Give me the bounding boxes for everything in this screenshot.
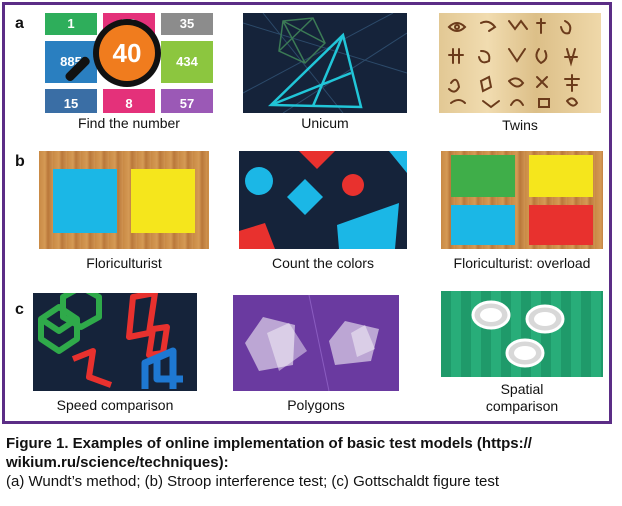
row-label-a: a [15, 15, 24, 32]
blue-square [451, 205, 515, 245]
caption-speed-comparison: Speed comparison [56, 397, 174, 413]
floriculturist-image [39, 151, 209, 249]
figure-caption: Figure 1. Examples of online implementat… [6, 434, 614, 491]
twins-symbols [447, 18, 580, 109]
magnified-number: 40 [99, 25, 155, 81]
number-cell: 57 [161, 89, 213, 113]
blue-square [53, 169, 117, 233]
plates [471, 300, 565, 368]
number-cell: 35 [161, 13, 213, 35]
speed-comparison-image [33, 293, 197, 391]
number-cell: 1 [45, 13, 97, 35]
caption-title-line2: wikium.ru/science/techniques): [6, 454, 229, 471]
floriculturist-overload-image [441, 151, 603, 249]
count-the-colors-image [239, 151, 407, 249]
number-cell: 434 [161, 41, 213, 83]
caption-spatial-comparison-line1: Spatial [500, 381, 544, 397]
number-cell: 8 [103, 89, 155, 113]
figure-frame: a b c 1 79 35 885 434 15 8 57 40 Find th… [2, 2, 612, 424]
caption-spatial-comparison-line2: comparison [485, 398, 559, 414]
row-label-b: b [15, 153, 25, 170]
find-the-number-image: 1 79 35 885 434 15 8 57 40 [45, 13, 213, 113]
yellow-square [131, 169, 195, 233]
caption-floriculturist: Floriculturist [86, 255, 162, 271]
caption-polygons: Polygons [287, 397, 345, 413]
magnifier-icon: 40 [93, 19, 161, 87]
color-shapes [239, 151, 407, 249]
caption-body: (a) Wundt’s method; (b) Stroop interfere… [6, 473, 499, 490]
caption-count-the-colors: Count the colors [272, 255, 374, 271]
polygons-image [233, 295, 399, 391]
unicum-shapes [243, 13, 407, 113]
caption-twins: Twins [502, 117, 538, 133]
unicum-image [243, 13, 407, 113]
red-square [529, 205, 593, 245]
green-square [451, 155, 515, 197]
caption-title: Figure 1. Examples of online implementat… [6, 435, 532, 452]
caption-unicum: Unicum [301, 115, 349, 131]
caption-floriculturist-overload: Floriculturist: overload [453, 255, 591, 271]
impossible-figures [38, 293, 183, 389]
yellow-square [529, 155, 593, 197]
spatial-comparison-image [441, 291, 603, 377]
caption-find-the-number: Find the number [78, 115, 180, 131]
polygon-shapes [245, 295, 379, 391]
row-label-c: c [15, 301, 24, 318]
twins-image [439, 13, 601, 113]
number-cell: 15 [45, 89, 97, 113]
